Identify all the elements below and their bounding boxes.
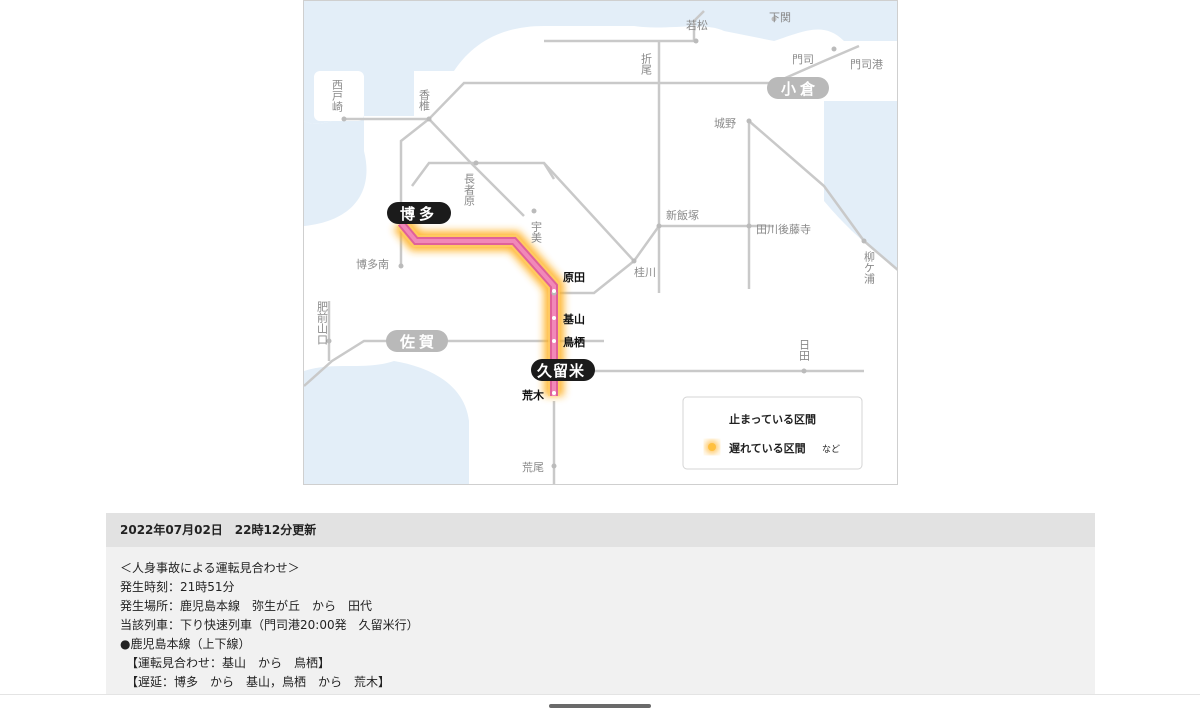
station-nishitozaki: 西戸崎 [331, 79, 344, 112]
map-legend: 止まっている区間 遅れている区間 など [682, 396, 863, 470]
info-line-suspended: 【運転見合わせ：基山 から 鳥栖】 [120, 656, 331, 670]
route-map-svg: 下関 若松 門司 門司港 城野 新飯塚 田川後藤寺 博多南 桂川 荒尾 西戸崎 … [304, 1, 897, 484]
major-station-hakata-label: 博多 [400, 205, 438, 223]
station-dots-delayed [552, 289, 556, 395]
station-keisen: 桂川 [634, 265, 656, 279]
update-timestamp: 2022年07月02日 22時12分更新 [106, 513, 1095, 547]
service-info-panel: 2022年07月02日 22時12分更新 ＜人身事故による運転見合わせ＞ 発生時… [106, 513, 1095, 703]
station-tagawagotoji: 田川後藤寺 [756, 222, 811, 236]
legend-stopped-label: 止まっている区間 [729, 412, 816, 426]
station-hita: 日田 [798, 339, 811, 361]
station-shimonoseki: 下関 [769, 11, 791, 24]
bottom-navigation-bar [0, 694, 1200, 717]
station-kiyama: 基山 [562, 312, 585, 326]
delayed-section [393, 216, 564, 396]
info-line-time: 発生時刻：21時51分 [120, 580, 235, 594]
station-nagasu: 長者原 [463, 173, 476, 206]
major-station-kurume-label: 久留米 [537, 362, 585, 380]
major-station-hakata: 博多 [387, 202, 451, 224]
major-station-kokura-label: 小倉 [781, 80, 819, 98]
info-line-title: ＜人身事故による運転見合わせ＞ [120, 561, 300, 575]
info-line-train: 当該列車：下り快速列車（門司港20:00発 久留米行） [120, 618, 419, 632]
station-wakamatsu: 若松 [686, 18, 708, 32]
station-shiniizuka: 新飯塚 [666, 208, 699, 222]
station-jono: 城野 [714, 117, 736, 130]
station-haruda: 原田 [563, 271, 585, 284]
rail-lines [304, 10, 897, 484]
sea-shapes-white [314, 71, 364, 121]
station-mojiko: 門司港 [850, 58, 883, 71]
major-station-saga-label: 佐賀 [399, 333, 438, 351]
station-moji: 門司 [792, 53, 814, 66]
station-arao: 荒尾 [522, 461, 544, 474]
legend-delayed-suffix: など [822, 444, 840, 455]
info-line-location: 発生場所：鹿児島本線 弥生が丘 から 田代 [120, 599, 373, 613]
station-yanagigaura: 柳ケ浦 [863, 250, 876, 285]
station-umi: 宇美 [530, 221, 543, 243]
home-indicator[interactable] [549, 704, 651, 708]
station-orio: 折尾 [640, 52, 653, 75]
legend-delayed-label: 遅れている区間 [729, 442, 806, 455]
info-line-delay: 【遅延：博多 から 基山，鳥栖 から 荒木】 [120, 675, 391, 689]
service-info-body: ＜人身事故による運転見合わせ＞ 発生時刻：21時51分 発生場所：鹿児島本線 弥… [106, 547, 1095, 692]
info-line-route: ●鹿児島本線（上下線） [120, 637, 251, 651]
major-station-kokura: 小倉 [767, 77, 829, 99]
major-station-saga: 佐賀 [386, 330, 448, 352]
route-map: 下関 若松 門司 門司港 城野 新飯塚 田川後藤寺 博多南 桂川 荒尾 西戸崎 … [303, 0, 898, 485]
station-hizenyamaguchi: 肥前山口 [316, 301, 329, 345]
station-hakataminami: 博多南 [356, 257, 389, 271]
sea-areas [304, 1, 897, 484]
station-kashii: 香椎 [418, 89, 431, 111]
major-station-kurume: 久留米 [531, 359, 595, 381]
station-tosu: 鳥栖 [563, 335, 585, 349]
station-araki: 荒木 [521, 388, 545, 402]
